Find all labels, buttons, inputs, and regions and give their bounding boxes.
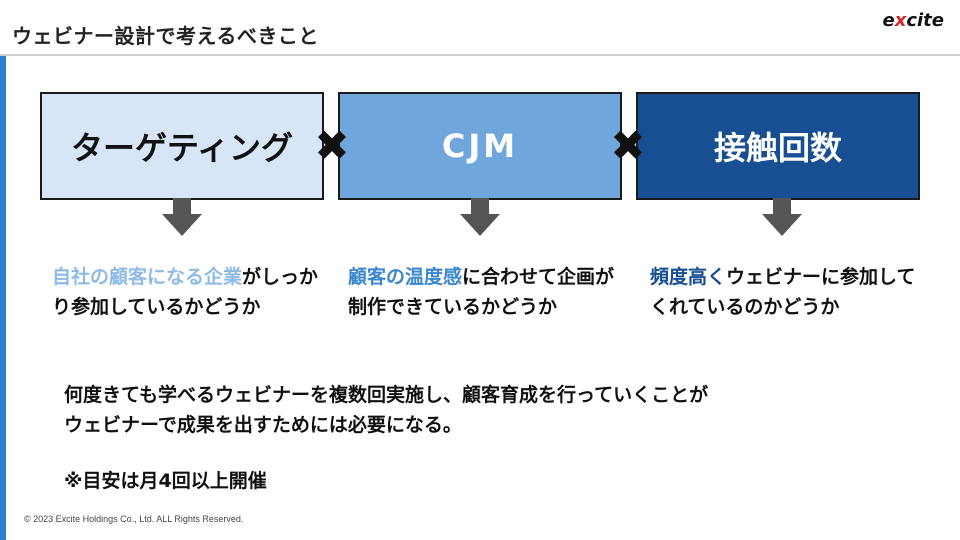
description-highlight: 自社の顧客になる企業 bbox=[52, 266, 243, 288]
copyright-footer: © 2023 Excite Holdings Co., Ltd. ALL Rig… bbox=[24, 514, 244, 524]
box-label: CJM bbox=[441, 127, 519, 165]
box-label: 接触回数 bbox=[713, 129, 842, 167]
excite-logo: excite bbox=[883, 10, 945, 31]
description-targeting: 自社の顧客になる企業がしっかり参加しているかどうか bbox=[52, 262, 322, 322]
down-arrow-icon bbox=[762, 198, 802, 238]
box-label: ターゲティング bbox=[70, 129, 294, 167]
description-text: に合わせて企画が制作できているかどうか bbox=[348, 266, 615, 318]
left-accent-bar bbox=[0, 56, 6, 540]
description-text: がしっかり参加しているかどうか bbox=[52, 266, 319, 318]
summary-line: 何度きても学べるウェビナーを複数回実施し、顧客育成を行っていくことが bbox=[64, 384, 709, 406]
description-highlight: 顧客の温度感 bbox=[348, 266, 463, 288]
note-text: ※目安は月4回以上開催 bbox=[64, 470, 267, 492]
summary-text: 何度きても学べるウェビナーを複数回実施し、顧客育成を行っていくことが ウェビナー… bbox=[64, 380, 708, 440]
description-highlight: 頻度高く bbox=[650, 266, 727, 288]
down-arrow-icon bbox=[460, 198, 500, 238]
logo-text-x: x bbox=[894, 10, 907, 31]
multiply-icon: ✖ bbox=[314, 121, 350, 170]
box-contact-count: 接触回数 bbox=[636, 92, 920, 200]
description-text: ウェビナーに参加してくれているのかどうか bbox=[650, 266, 916, 318]
description-contact-count: 頻度高くウェビナーに参加してくれているのかどうか bbox=[650, 262, 930, 322]
page-title: ウェビナー設計で考えるべきこと bbox=[12, 24, 319, 48]
title-divider bbox=[0, 54, 960, 56]
logo-text-post: cite bbox=[906, 10, 944, 31]
box-cjm: CJM bbox=[338, 92, 622, 200]
box-targeting: ターゲティング bbox=[40, 92, 324, 200]
logo-text-pre: e bbox=[882, 10, 895, 31]
summary-line: ウェビナーで成果を出すためには必要になる。 bbox=[64, 414, 462, 436]
multiply-icon: ✖ bbox=[610, 121, 646, 170]
description-cjm: 顧客の温度感に合わせて企画が制作できているかどうか bbox=[348, 262, 618, 322]
down-arrow-icon bbox=[162, 198, 202, 238]
